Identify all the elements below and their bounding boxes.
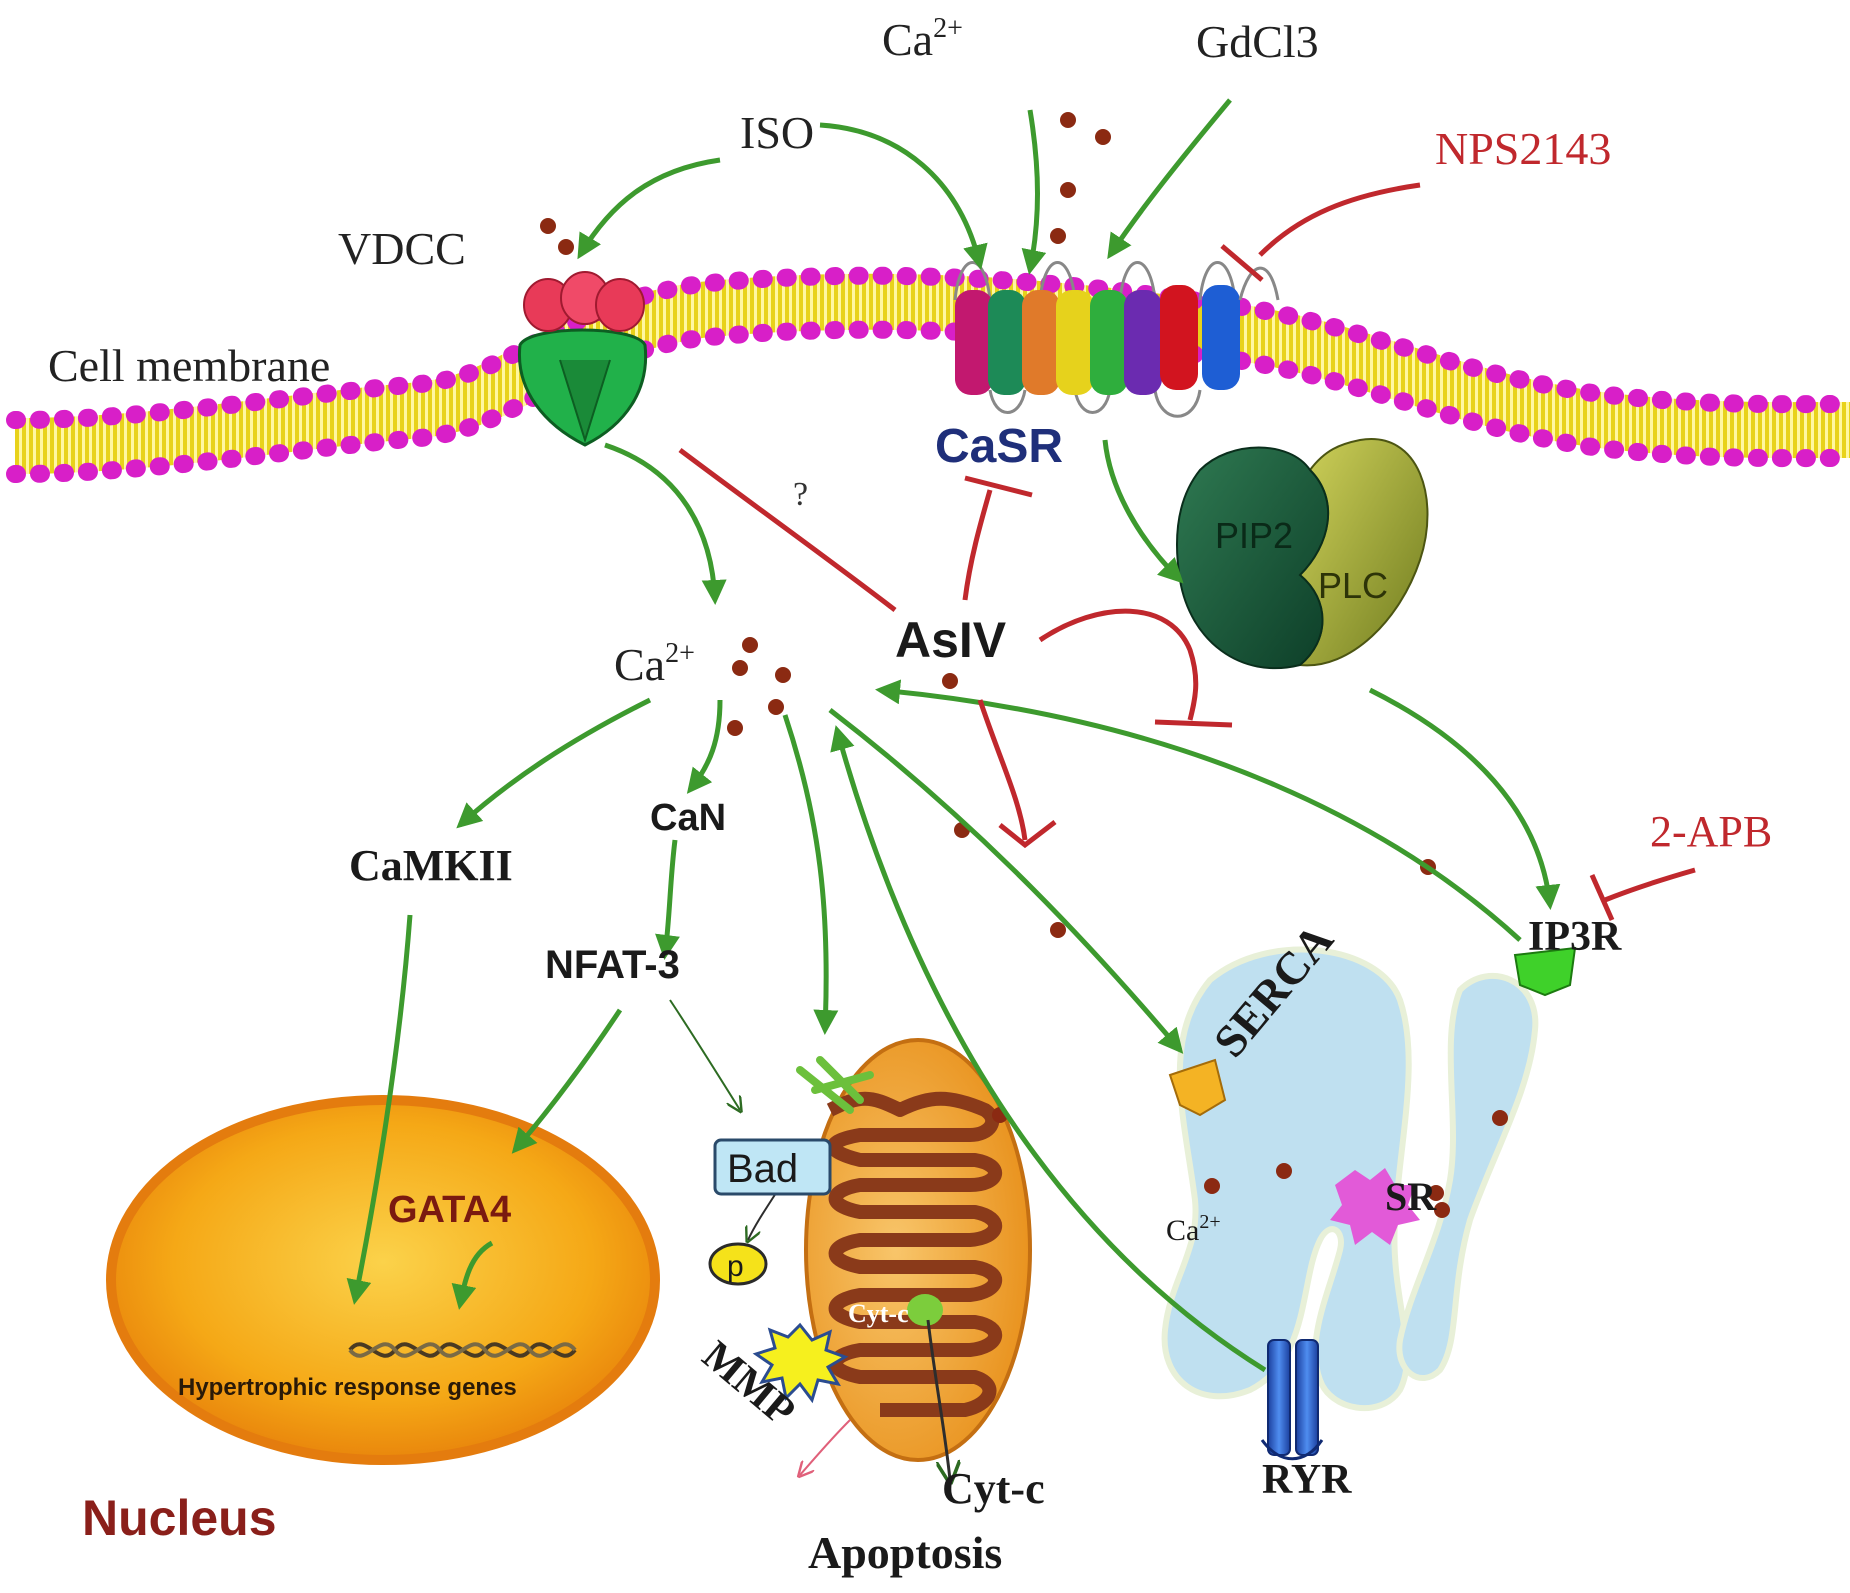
activation-arrows [346,98,1561,1480]
ca-sr-label: Ca2+ [1166,1211,1221,1247]
cell-membrane-label: Cell membrane [48,340,330,391]
mitochondrion-icon [796,1038,1032,1462]
dna-helix-icon [348,1342,577,1358]
gdcl3-label: GdCl3 [1196,16,1319,67]
cell-membrane [6,266,1850,483]
apb-label: 2-APB [1650,807,1772,856]
nucleus-shape [106,1095,660,1465]
membrane-outer-heads [6,266,1850,429]
ryr-label: RYR [1262,1457,1352,1503]
ip3r-label: IP3R [1528,914,1622,960]
ip3r-channel-icon [1513,946,1577,997]
genes-label: Hypertrophic response genes [178,1374,517,1401]
casr-receptor-icon [953,261,1280,418]
gata4-label: GATA4 [388,1189,511,1231]
nps2143-label: NPS2143 [1435,123,1611,174]
sr-ca-burst-icon [1330,1168,1420,1245]
cytc-inner-label: Cyt-c [848,1299,909,1328]
cytc-out-label: Cyt-c [942,1464,1045,1513]
ca-top-label: Ca2+ [882,13,963,65]
serca-pump-icon [1168,1058,1227,1117]
plc-complex-icon [1175,438,1429,670]
pip2-label: PIP2 [1215,515,1293,556]
sr-label: SR [1385,1174,1437,1219]
asiv-label: AsIV [895,612,1007,668]
nfat3-label: NFAT-3 [545,943,680,987]
calcium-ions [540,112,1508,1218]
question-mark-label: ? [793,476,808,513]
bad-box [713,1138,832,1196]
bad-label: Bad [727,1147,798,1191]
sr-shape [1161,946,1539,1411]
ryr-channel-icon [1260,1339,1324,1461]
nucleus-label: Nucleus [82,1490,277,1546]
plc-label: PLC [1318,565,1388,606]
casr-label: CaSR [935,420,1063,473]
can-label: CaN [650,797,726,839]
inhibition-lines [678,182,1696,922]
cytc-blob-icon [907,1294,943,1326]
camkii-label: CaMKII [349,841,513,890]
vdcc-channel-icon [517,271,648,447]
vdcc-label: VDCC [338,223,466,274]
mmp-burst-icon [752,1322,849,1404]
membrane-inner-heads [6,320,1850,483]
iso-label: ISO [740,107,814,158]
phospho-badge [708,1242,768,1286]
phospho-label: p [727,1250,744,1283]
apoptosis-label: Apoptosis [808,1527,1002,1578]
ca-mid-label: Ca2+ [614,638,695,690]
